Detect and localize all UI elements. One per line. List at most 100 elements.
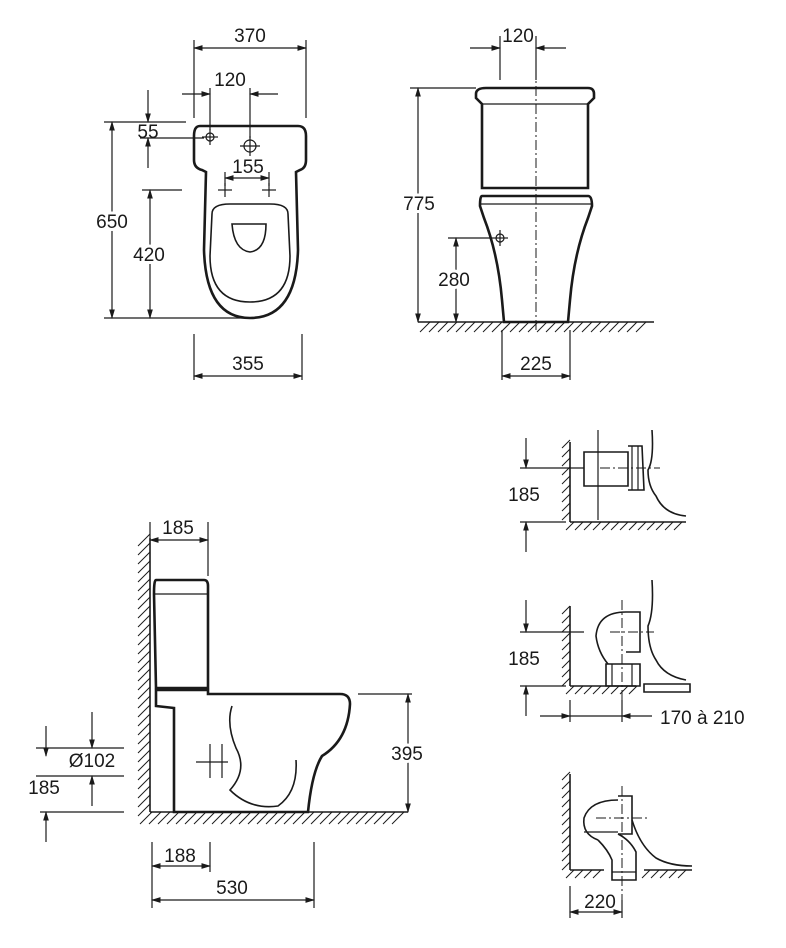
- side-view-tank: [152, 578, 210, 690]
- hatch-line: [238, 811, 252, 825]
- dim-188: 188: [164, 846, 196, 867]
- hatch-line: [364, 811, 378, 825]
- side-view-trapway: [228, 705, 297, 808]
- hatch-line: [137, 587, 151, 601]
- hatch-line: [274, 811, 288, 825]
- hatch-line: [619, 685, 629, 695]
- hatch-line: [572, 321, 584, 333]
- dim-170-210: 170 à 210: [660, 708, 745, 729]
- dim-220: 220: [584, 892, 616, 913]
- top-view-tank-outline: [192, 124, 308, 320]
- hatch-line: [184, 811, 198, 825]
- hatch-line: [391, 811, 405, 825]
- hatch-line: [137, 767, 151, 781]
- dim-55: 55: [137, 122, 158, 143]
- hatch-line: [561, 834, 571, 844]
- side-view-wall-hatch: [137, 533, 151, 817]
- hatch-line: [455, 321, 467, 333]
- hatch-line: [137, 686, 151, 700]
- dim-185-outlet: 185: [28, 778, 60, 799]
- dim-120-top: 120: [214, 70, 246, 91]
- hatch-line: [561, 668, 571, 678]
- dim-280: 280: [438, 270, 470, 291]
- top-view-tank-hole-left: [202, 129, 218, 145]
- hatch-line: [635, 321, 647, 333]
- hatch-line: [608, 321, 620, 333]
- hatch-line: [561, 852, 571, 862]
- hatch-line: [137, 713, 151, 727]
- hatch-line: [561, 457, 571, 467]
- hatch-line: [139, 811, 153, 825]
- hatch-line: [419, 321, 431, 333]
- hatch-line: [137, 533, 151, 547]
- hatch-line: [561, 780, 571, 790]
- side-view-floor-hatch: [139, 811, 405, 825]
- dim-530: 530: [216, 878, 248, 899]
- hatch-line: [655, 521, 665, 531]
- hatch-line: [599, 321, 611, 333]
- hatch-line: [247, 811, 261, 825]
- hatch-line: [561, 475, 571, 485]
- hatch-line: [563, 321, 575, 333]
- hatch-line: [561, 623, 571, 633]
- dim-155: 155: [232, 157, 264, 178]
- hatch-line: [626, 321, 638, 333]
- hatch-line: [610, 521, 620, 531]
- hatch-line: [137, 551, 151, 565]
- hatch-line: [137, 641, 151, 655]
- hatch-line: [500, 321, 512, 333]
- hatch-line: [574, 685, 584, 695]
- hatch-line: [373, 811, 387, 825]
- hatch-line: [137, 542, 151, 556]
- hatch-line: [509, 321, 521, 333]
- dim-420: 420: [133, 245, 165, 266]
- hatch-line: [583, 685, 593, 695]
- hatch-line: [561, 448, 571, 458]
- hatch-line: [137, 632, 151, 646]
- detail-horizontal-outlet: 185: [508, 429, 687, 552]
- hatch-line: [561, 861, 571, 871]
- dim-355: 355: [232, 354, 264, 375]
- hatch-line: [610, 685, 620, 695]
- hatch-line: [592, 685, 602, 695]
- hatch-line: [137, 722, 151, 736]
- hatch-line: [166, 811, 180, 825]
- dim-370: 370: [234, 26, 266, 47]
- hatch-line: [561, 484, 571, 494]
- dim-395: 395: [391, 744, 423, 765]
- hatch-line: [446, 321, 458, 333]
- hatch-line: [265, 811, 279, 825]
- hatch-line: [565, 869, 575, 879]
- dim-185-tank: 185: [162, 518, 194, 539]
- hatch-line: [574, 521, 584, 531]
- hatch-line: [628, 685, 638, 695]
- hatch-line: [561, 605, 571, 615]
- hatch-line: [137, 560, 151, 574]
- hatch-line: [561, 493, 571, 503]
- hatch-line: [641, 869, 651, 879]
- hatch-line: [637, 521, 647, 531]
- hatch-line: [601, 521, 611, 531]
- hatch-line: [157, 811, 171, 825]
- hatch-line: [617, 321, 629, 333]
- hatch-line: [565, 685, 575, 695]
- hatch-line: [229, 811, 243, 825]
- hatch-line: [673, 521, 683, 531]
- hatch-line: [574, 869, 584, 879]
- hatch-line: [346, 811, 360, 825]
- hatch-line: [428, 321, 440, 333]
- detail-1-hatch: [561, 439, 683, 531]
- hatch-line: [148, 811, 162, 825]
- hatch-line: [137, 668, 151, 682]
- hatch-line: [561, 798, 571, 808]
- hatch-line: [464, 321, 476, 333]
- hatch-line: [561, 650, 571, 660]
- hatch-line: [561, 439, 571, 449]
- hatch-line: [668, 869, 678, 879]
- dim-185-detail-1: 185: [508, 485, 540, 506]
- front-view-floor-hatch: [419, 321, 647, 333]
- hatch-line: [292, 811, 306, 825]
- hatch-line: [561, 614, 571, 624]
- hatch-line: [527, 321, 539, 333]
- front-view: 120 775 280 225: [400, 26, 654, 380]
